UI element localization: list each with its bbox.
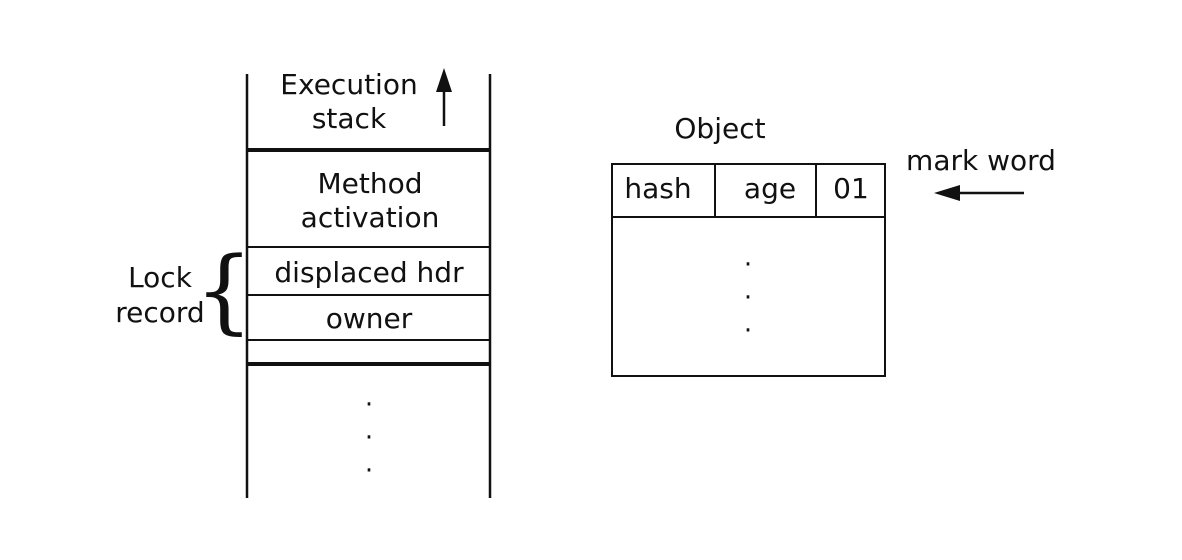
object-box (611, 163, 886, 377)
stack-ellipsis-dot: · (365, 423, 373, 453)
object-ellipsis-dot: · (744, 316, 752, 346)
mark-word-field-hash: hash (624, 172, 691, 205)
mark-word-field-age: age (744, 172, 796, 205)
lock-record-label-line1: Lock (128, 261, 193, 294)
displaced-hdr-slot: displaced hdr (274, 256, 464, 289)
stack-ellipsis-dot: · (365, 390, 373, 420)
stack-growth-arrow-icon (436, 68, 452, 126)
stack-title-line1: Execution (280, 68, 417, 101)
object-title: Object (674, 112, 765, 145)
lock-record-brace: { (195, 237, 254, 344)
method-activation-line1: Method (317, 167, 422, 200)
object: Object hash age 01 · · · (611, 112, 886, 377)
mark-word-label: mark word (906, 144, 1056, 177)
lock-record-label: Lock record { (115, 237, 253, 344)
stack-ellipsis-dot: · (365, 456, 373, 486)
execution-stack: Execution stack Method activation displa… (245, 68, 492, 498)
object-ellipsis-dot: · (744, 250, 752, 280)
mark-word-pointer: mark word (906, 144, 1056, 201)
owner-slot: owner (326, 302, 413, 335)
stack-title-line2: stack (312, 102, 387, 135)
lock-record-label-line2: record (115, 296, 204, 329)
mark-word-arrow-icon (934, 185, 1024, 201)
method-activation-line2: activation (301, 201, 440, 234)
mark-word-field-lock-bits: 01 (833, 172, 869, 205)
object-ellipsis-dot: · (744, 283, 752, 313)
